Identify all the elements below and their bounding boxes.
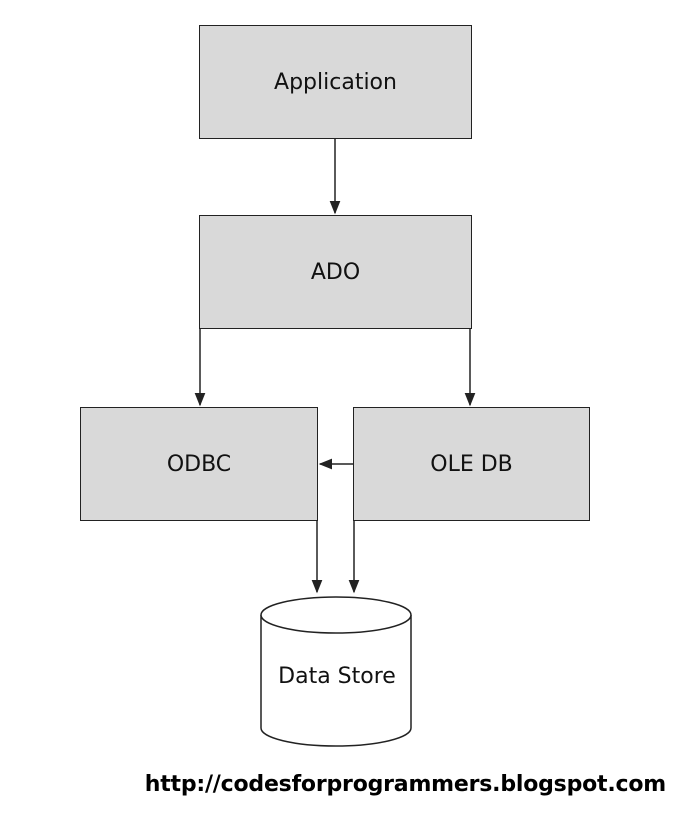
oledb-box: OLE DB [353,407,590,521]
application-label: Application [274,69,397,95]
oledb-label: OLE DB [430,451,513,477]
odbc-box: ODBC [80,407,318,521]
ado-label: ADO [310,259,361,285]
odbc-label: ODBC [166,451,232,477]
data-store-cylinder [260,596,412,747]
ado-box: ADO [199,215,472,329]
data-store-label: Data Store [278,664,396,689]
watermark-url: http://codesforprogrammers.blogspot.com [144,772,666,797]
application-box: Application [199,25,472,139]
